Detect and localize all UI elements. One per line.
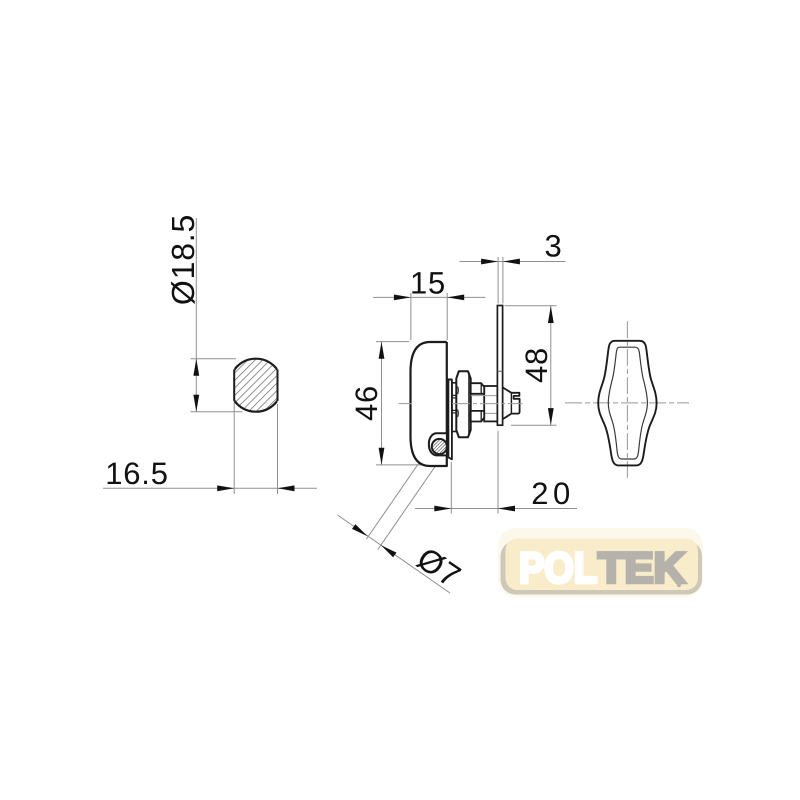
svg-text:Ø18.5: Ø18.5 xyxy=(165,214,201,305)
svg-text:Ø7: Ø7 xyxy=(411,540,468,595)
svg-text:48: 48 xyxy=(519,347,554,383)
svg-text:TEK: TEK xyxy=(598,545,685,593)
svg-text:15: 15 xyxy=(410,266,446,301)
svg-text:POL: POL xyxy=(519,545,597,593)
svg-text:46: 46 xyxy=(349,385,384,421)
svg-text:3: 3 xyxy=(544,229,562,264)
svg-text:20: 20 xyxy=(531,476,574,511)
svg-text:16.5: 16.5 xyxy=(105,456,169,491)
